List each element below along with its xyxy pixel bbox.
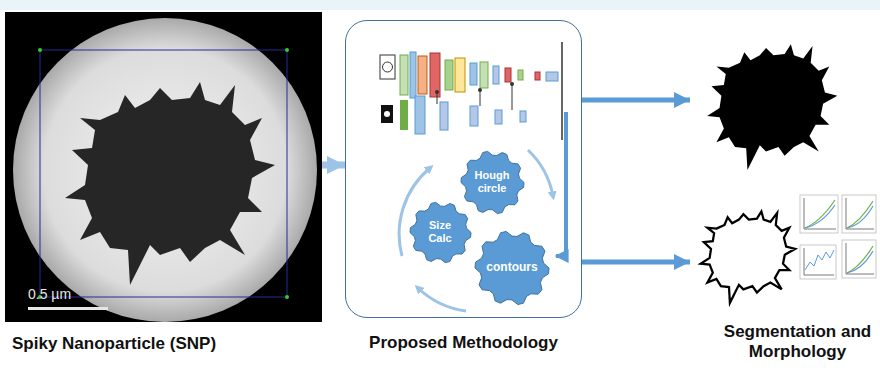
gear-label: contours	[486, 261, 537, 275]
plot-curve	[847, 251, 873, 273]
layer	[505, 68, 511, 82]
segmented-mask	[707, 44, 837, 170]
plot-axes	[804, 198, 836, 229]
gear-step: Hough circle	[460, 150, 525, 215]
plot-curve	[805, 250, 834, 270]
tem-background	[5, 12, 322, 322]
cycle-arrows	[399, 150, 553, 311]
skip-link	[512, 84, 513, 110]
plot-frame	[842, 240, 876, 278]
plot-curve	[847, 206, 873, 228]
layer	[520, 111, 526, 122]
layer	[430, 53, 440, 97]
output-panel: Segmentation and Morphology	[690, 30, 880, 370]
flow-arrow	[582, 260, 690, 265]
flow-arrow	[582, 98, 690, 103]
layer	[400, 55, 408, 95]
scale-bar	[28, 307, 108, 310]
flow-arrow	[322, 162, 345, 169]
plot-frame	[800, 195, 838, 233]
skip-link	[478, 88, 482, 92]
layer	[410, 52, 416, 98]
tem-image	[5, 12, 322, 322]
morphology-plots	[800, 195, 876, 279]
gear-label: Hough circle	[471, 169, 513, 194]
spiky-particle	[65, 82, 275, 285]
gear-outline	[410, 202, 471, 262]
layer	[455, 58, 465, 92]
segmentation-result	[701, 44, 838, 303]
roi-box	[40, 50, 287, 297]
input-image	[383, 62, 393, 72]
layer	[493, 66, 499, 84]
layer	[470, 63, 477, 85]
layer	[445, 60, 453, 90]
output-caption: Segmentation and Morphology	[720, 322, 875, 361]
plot-curve	[805, 205, 835, 228]
cnn-diagram	[380, 42, 562, 140]
gear-label: Size Calc	[420, 219, 460, 244]
divider-line	[561, 42, 563, 140]
plot-curve	[805, 200, 835, 228]
roi-corner	[38, 48, 42, 52]
output-image	[384, 111, 390, 117]
roi-corner	[285, 48, 289, 52]
gear-outline	[475, 231, 549, 304]
layer	[535, 72, 540, 80]
plot-frame	[842, 195, 876, 233]
skip-link	[510, 82, 514, 86]
gear-step: contours	[474, 230, 550, 306]
plot-frame	[800, 245, 836, 279]
layer	[418, 56, 427, 94]
top-band	[0, 0, 880, 10]
skip-link	[435, 90, 439, 94]
cycle-arrow	[418, 288, 466, 311]
layer	[480, 62, 488, 88]
methodology-box: Proposed Methodology Hough circleSize Cal…	[345, 20, 582, 360]
layer	[518, 70, 523, 80]
cycle-arrow	[528, 150, 553, 196]
tem-image-frame	[5, 12, 322, 322]
plot-curve	[847, 201, 873, 228]
gear-step: Size Calc	[409, 201, 472, 264]
panel-caption: Spiky Nanoparticle (SNP)	[12, 334, 322, 354]
image-panel: Spiky Nanoparticle (SNP)	[5, 12, 322, 367]
plot-curve	[847, 246, 873, 273]
input-image	[380, 55, 395, 79]
scale-bar-label: 0.5 µm	[28, 286, 71, 302]
layer	[495, 110, 502, 124]
skip-link	[480, 90, 481, 106]
plot-axes	[846, 198, 874, 229]
gear-outline	[461, 151, 524, 213]
contour-outline	[701, 212, 796, 303]
output-image	[381, 105, 393, 123]
layer	[400, 100, 408, 130]
roi-corner	[285, 295, 289, 299]
layer	[470, 106, 478, 126]
layer	[415, 96, 425, 134]
plot-axes	[804, 248, 834, 275]
grid-hole	[13, 18, 317, 322]
plot-axes	[846, 243, 874, 274]
layer	[440, 102, 448, 130]
box-caption: Proposed Methodology	[345, 333, 582, 353]
layer	[546, 72, 558, 81]
feedback-bracket	[556, 112, 566, 256]
